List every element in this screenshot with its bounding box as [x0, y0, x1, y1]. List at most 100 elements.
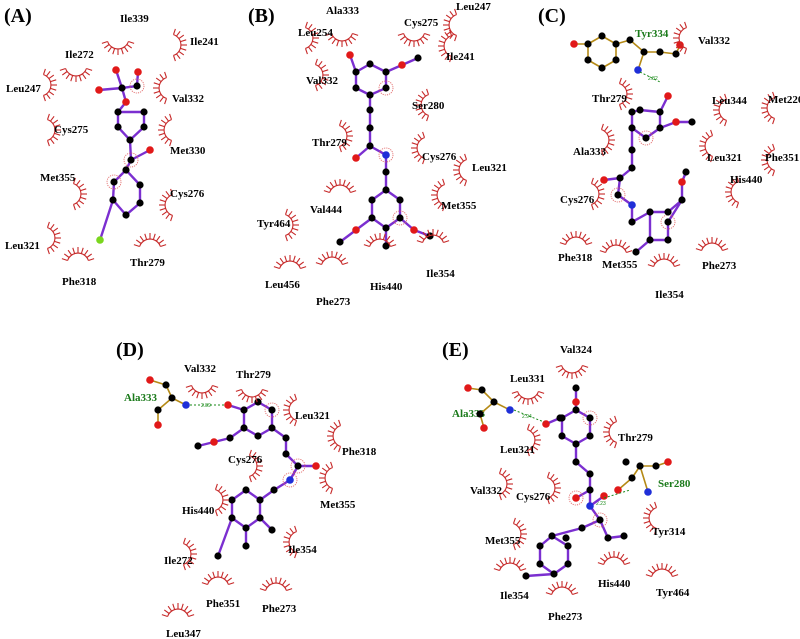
contact-spike	[411, 150, 418, 154]
contact-spike	[52, 119, 59, 125]
residue-label: Phe273	[316, 296, 351, 308]
contact-spike	[185, 384, 192, 388]
carbon-atom	[564, 542, 572, 550]
contact-arc	[285, 214, 294, 236]
residue-contact: Val332	[673, 21, 730, 55]
residue-label: His440	[182, 505, 215, 517]
contact-spike	[763, 97, 770, 103]
contact-spike	[619, 553, 625, 560]
carbon-atom	[628, 124, 636, 132]
residue-label: Leu331	[510, 373, 545, 385]
contact-spike	[160, 119, 167, 125]
contact-spike	[275, 261, 282, 266]
contact-spike	[246, 396, 250, 403]
contact-spike	[422, 131, 426, 138]
panel-b: (B) Ala333 Cys275 Leu247 Leu254 Ile241 V…	[248, 1, 507, 308]
contact-spike	[513, 394, 520, 399]
contact-spike	[459, 178, 464, 185]
contact-halo	[638, 130, 654, 146]
contact-spike	[321, 467, 328, 473]
contact-spike	[344, 141, 351, 147]
contact-spike	[763, 113, 770, 119]
contact-spike	[717, 239, 723, 246]
contact-spike	[666, 253, 670, 260]
hbond-residue-label: Ala333	[452, 408, 486, 420]
oxygen-atom	[664, 92, 672, 100]
contact-spike	[186, 539, 191, 546]
contact-arc	[191, 385, 213, 394]
contact-arc	[458, 159, 467, 181]
contact-spike	[421, 90, 426, 97]
contact-spike	[289, 550, 294, 557]
contact-spike	[382, 233, 386, 240]
contact-arc	[107, 41, 129, 50]
residue-label: Thr279	[618, 432, 653, 444]
contact-spike	[658, 253, 662, 260]
contact-spike	[736, 202, 740, 209]
contact-spike	[440, 51, 447, 57]
contact-spike	[408, 40, 412, 47]
carbon-atom	[636, 462, 644, 470]
residue-contact: Cys276	[228, 449, 263, 483]
residue-label: Leu321	[500, 444, 535, 456]
residue-contact: Leu456	[265, 255, 307, 291]
contact-spike	[180, 47, 187, 51]
contact-spike	[300, 266, 307, 270]
contact-spike	[772, 91, 776, 98]
contact-spike	[586, 242, 593, 246]
contact-arc	[653, 258, 675, 267]
residue-contact: His440	[597, 551, 631, 590]
contact-spike	[50, 246, 55, 253]
contact-spike	[517, 396, 523, 403]
residue-contact: Ile354	[416, 229, 455, 280]
contact-spike	[203, 577, 210, 582]
contact-spike	[178, 34, 185, 40]
residue-label: Ile241	[446, 51, 475, 63]
residue-contact: Met355	[431, 178, 477, 212]
contact-spike	[135, 239, 142, 244]
contact-arc	[164, 194, 173, 216]
contact-spike	[532, 445, 539, 451]
contact-spike	[719, 118, 724, 125]
contact-spike	[84, 71, 91, 76]
contact-spike	[80, 188, 87, 192]
contact-spike	[426, 115, 430, 122]
contact-spike	[418, 235, 425, 240]
nitrogen-atom	[644, 488, 652, 496]
contact-spike	[52, 135, 59, 141]
contact-spike	[582, 364, 589, 368]
contact-spike	[506, 486, 513, 490]
carbon-atom	[226, 434, 234, 442]
panel-label-e: (E)	[442, 339, 469, 361]
residue-contact: Ile241	[438, 29, 475, 63]
carbon-atom	[270, 486, 278, 494]
contact-spike	[626, 88, 633, 92]
contact-arc	[443, 35, 452, 57]
contact-halo	[282, 472, 298, 488]
contact-spike	[61, 71, 68, 76]
contact-arc	[321, 256, 343, 265]
contact-spike	[46, 221, 50, 228]
contact-spike	[596, 183, 603, 189]
contact-spike	[567, 583, 573, 590]
contact-spike	[624, 245, 631, 250]
contact-spike	[504, 489, 511, 495]
contact-spike	[54, 232, 61, 236]
contact-spike	[654, 528, 658, 535]
contact-halo	[592, 512, 608, 528]
contact-spike	[172, 603, 176, 610]
contact-arc	[158, 77, 167, 99]
contact-spike	[201, 582, 208, 586]
contact-spike	[504, 473, 511, 479]
contact-spike	[516, 542, 521, 549]
contact-spike	[61, 258, 68, 262]
contact-spike	[290, 214, 297, 220]
carbon-atom	[352, 84, 360, 92]
contact-arc	[678, 27, 687, 49]
contact-spike	[278, 577, 282, 584]
residue-contact: Phe318	[327, 419, 377, 458]
contact-spike	[670, 569, 677, 574]
contact-spike	[614, 442, 618, 449]
carbon-atom	[140, 108, 148, 116]
carbon-atom	[612, 40, 620, 48]
